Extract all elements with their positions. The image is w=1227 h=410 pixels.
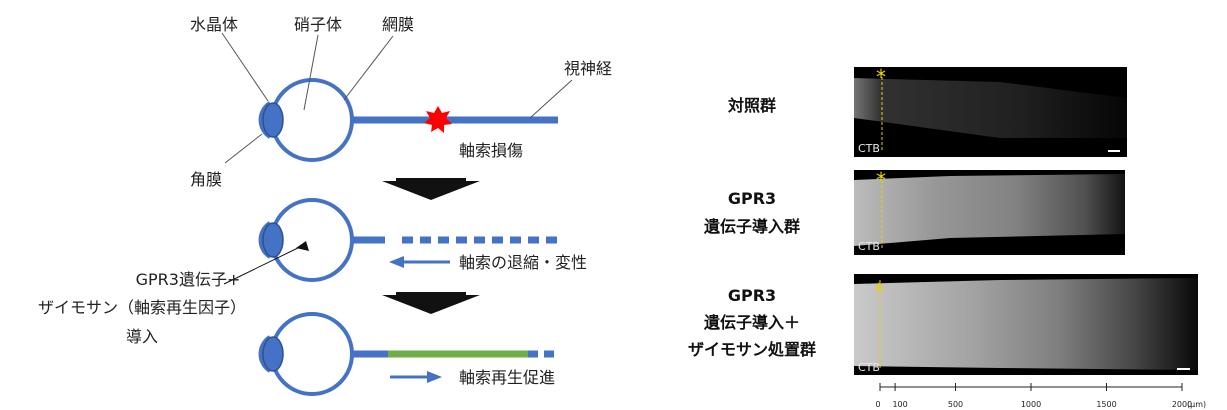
eye-diagram-injury: 水晶体 硝子体 網膜 視神経 角膜 軸索損傷 xyxy=(190,15,612,189)
group-label-gpr3: 遺伝子導入群 xyxy=(704,217,800,236)
micrograph-control: * CTB xyxy=(854,65,1127,157)
group-label-gpr3-zymosan: ザイモサン処置群 xyxy=(688,340,816,359)
micrograph-gpr3-zymosan: * CTB xyxy=(854,274,1198,375)
injury-label: 軸索損傷 xyxy=(459,141,523,160)
asterisk-marker: * xyxy=(876,65,886,89)
scale-tick-label: 1000 xyxy=(1021,400,1041,409)
vitreous-leader xyxy=(303,34,319,111)
treatment-line: GPR3遺伝子+ xyxy=(136,270,241,289)
eye-diagram-regeneration: 軸索再生促進 xyxy=(258,312,558,396)
cornea-leader xyxy=(224,133,263,164)
distance-scale: 0 100 500 1000 1500 2000 (μm) xyxy=(875,383,1206,409)
down-arrow-icon xyxy=(382,292,480,314)
scale-tick-label: 500 xyxy=(948,400,963,409)
asterisk-marker: * xyxy=(876,168,886,192)
asterisk-marker: * xyxy=(874,279,884,303)
scale-tick-label: 2000 xyxy=(1172,400,1192,409)
ctb-tag: CTB xyxy=(858,142,880,155)
scale-unit-label: (μm) xyxy=(1187,400,1206,409)
nerve-signal xyxy=(854,78,1127,138)
group-labels: 対照群 GPR3 遺伝子導入群 GPR3 遺伝子導入＋ ザイモサン処置群 xyxy=(688,96,816,359)
stage3-label: 軸索再生促進 xyxy=(459,368,555,387)
injury-burst-icon xyxy=(424,106,452,133)
vitreous-label: 硝子体 xyxy=(294,15,342,34)
optic-nerve-label: 視神経 xyxy=(564,59,612,78)
regrowth-arrow-icon xyxy=(427,371,442,383)
scale-ticks: 0 100 500 1000 1500 2000 xyxy=(875,383,1192,409)
eye-diagram-degeneration: 軸索の退縮・変性 xyxy=(223,198,587,285)
lens-label: 水晶体 xyxy=(190,15,238,34)
group-label-gpr3-zymosan: GPR3 xyxy=(728,286,776,305)
optic-nerve-leader xyxy=(529,79,573,119)
treatment-label: GPR3遺伝子+ ザイモサン（軸索再生因子） 導入 xyxy=(38,270,246,346)
ctb-tag: CTB xyxy=(858,240,880,253)
scale-tick-label: 100 xyxy=(892,400,907,409)
lens-leader xyxy=(221,32,269,102)
group-label-gpr3-zymosan: 遺伝子導入＋ xyxy=(704,313,800,332)
retina-label: 網膜 xyxy=(382,15,414,34)
treatment-line: ザイモサン（軸索再生因子） xyxy=(38,298,246,317)
down-arrow-icon xyxy=(382,178,480,200)
stage2-label: 軸索の退縮・変性 xyxy=(459,253,587,272)
micrograph-gpr3: * CTB xyxy=(854,168,1125,255)
nerve-signal xyxy=(854,174,1125,246)
scale-tick-label: 0 xyxy=(875,400,880,409)
eyeball xyxy=(270,78,354,162)
lens xyxy=(262,336,284,372)
ctb-tag: CTB xyxy=(858,361,880,374)
nerve-signal xyxy=(854,278,1198,370)
lens xyxy=(262,222,284,258)
cornea-label: 角膜 xyxy=(190,170,222,189)
eyeball xyxy=(270,198,354,282)
group-label-control: 対照群 xyxy=(727,96,776,115)
treatment-line: 導入 xyxy=(126,327,158,346)
group-label-gpr3: GPR3 xyxy=(728,189,776,208)
scale-tick-label: 1500 xyxy=(1096,400,1116,409)
lens xyxy=(262,102,284,138)
eyeball xyxy=(270,312,354,396)
retraction-arrow-icon xyxy=(389,256,404,268)
injection-leader xyxy=(223,244,305,285)
retina-leader xyxy=(343,35,394,101)
